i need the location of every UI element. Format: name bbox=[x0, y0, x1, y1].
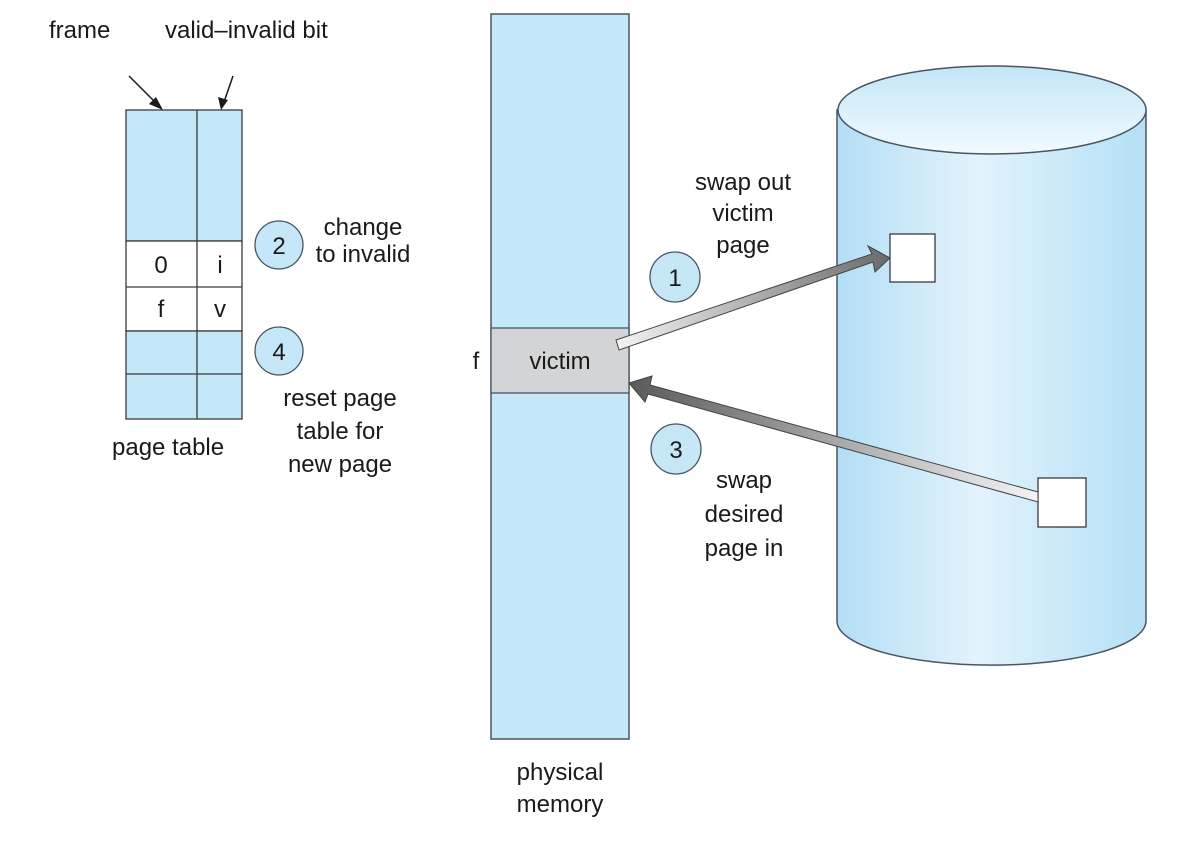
valid-invalid-bit-label: valid–invalid bit bbox=[165, 17, 328, 44]
page-table-cell bbox=[125, 330, 243, 420]
step-4-line-1: reset page bbox=[283, 385, 396, 412]
step-4-circle-icon bbox=[254, 326, 304, 376]
step-1: 1 swap out victim page bbox=[649, 169, 791, 303]
page-table: 0 i f v frame valid–invalid bit page tab… bbox=[49, 17, 328, 461]
step-4: 4 reset page table for new page bbox=[254, 326, 397, 478]
row-0-bit: i bbox=[217, 252, 222, 279]
victim-frame bbox=[490, 327, 630, 394]
swapped-out-page bbox=[889, 233, 936, 283]
step-3-line-1: swap bbox=[716, 467, 772, 494]
swap-out-arrow-icon bbox=[615, 244, 891, 351]
row-f-frame: f bbox=[158, 296, 165, 323]
step-1-line-1: swap out bbox=[695, 169, 791, 196]
physical-memory-label-1: physical bbox=[517, 759, 604, 786]
step-2-circle-icon bbox=[254, 220, 304, 270]
step-4-line-2: table for bbox=[297, 418, 384, 445]
step-3-line-2: desired bbox=[705, 501, 784, 528]
step-3-line-3: page in bbox=[705, 535, 784, 562]
step-3-number: 3 bbox=[669, 437, 682, 464]
page-table-cell bbox=[125, 109, 243, 242]
row-f-bit: v bbox=[214, 296, 226, 323]
frame-pointer-arrow-icon bbox=[128, 75, 163, 110]
step-4-number: 4 bbox=[272, 339, 285, 366]
valid-bit-pointer-arrow-icon bbox=[218, 75, 234, 110]
step-3: 3 swap desired page in bbox=[650, 423, 784, 562]
frame-label: frame bbox=[49, 17, 110, 44]
step-2: 2 change to invalid bbox=[254, 214, 411, 270]
frame-f-label: f bbox=[473, 348, 480, 375]
swap-in-arrow-icon bbox=[628, 375, 1039, 503]
step-1-number: 1 bbox=[668, 265, 681, 292]
step-1-line-3: page bbox=[716, 232, 769, 259]
disk-top bbox=[837, 65, 1147, 155]
step-1-line-2: victim bbox=[712, 200, 773, 227]
victim-label: victim bbox=[529, 348, 590, 375]
page-table-label: page table bbox=[112, 434, 224, 461]
step-2-number: 2 bbox=[272, 233, 285, 260]
step-2-line-2: to invalid bbox=[316, 241, 411, 268]
step-4-line-3: new page bbox=[288, 451, 392, 478]
physical-memory: victim f physical memory bbox=[473, 13, 630, 818]
disk-body bbox=[836, 109, 1147, 666]
step-3-circle-icon bbox=[650, 423, 702, 475]
physical-memory-label-2: memory bbox=[517, 791, 604, 818]
step-1-circle-icon bbox=[649, 251, 701, 303]
row-0-frame: 0 bbox=[154, 252, 167, 279]
desired-page bbox=[1037, 477, 1087, 528]
disk-backing-store bbox=[836, 65, 1147, 666]
step-2-line-1: change bbox=[324, 214, 403, 241]
page-table-cell bbox=[125, 240, 243, 332]
